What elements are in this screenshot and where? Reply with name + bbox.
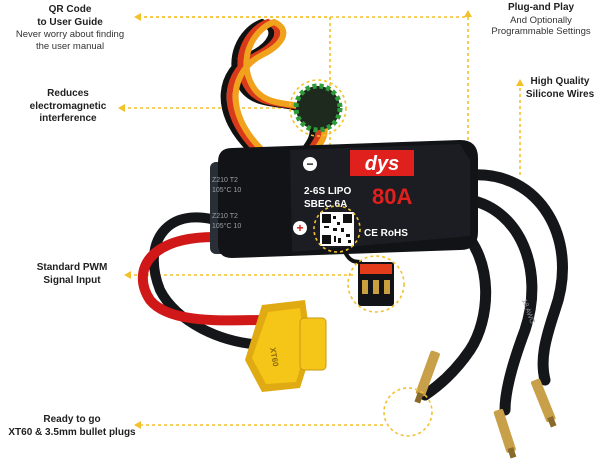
callout-qr-title2: to User Guide xyxy=(37,16,103,28)
spec-bec-label: SBEC 6A xyxy=(304,199,347,210)
connector-label: XT60 xyxy=(268,347,280,368)
callout-ready-line1: Ready to go xyxy=(43,414,101,425)
ferrite-ring xyxy=(289,79,347,137)
svg-text:Z210 T2: Z210 T2 xyxy=(212,177,238,184)
bullet-plugs xyxy=(383,350,557,459)
callout-arrows xyxy=(118,10,524,429)
spec-battery-label: 2-6S LIPO xyxy=(304,186,351,197)
callout-emi-line3: interference xyxy=(39,113,97,124)
callout-ready-line2: XT60 & 3.5mm bullet plugs xyxy=(8,426,136,438)
current-rating-label: 80A xyxy=(372,184,412,209)
callout-pwm-line2: Signal Input xyxy=(43,274,101,286)
brand-logo-text: dys xyxy=(365,153,399,175)
pwm-connector xyxy=(343,251,405,313)
minus-mark xyxy=(303,157,317,171)
arrow-pwm xyxy=(124,271,131,279)
callout-emi: Reduces electromagnetic interference xyxy=(18,88,118,126)
battery-black-wire xyxy=(148,212,275,350)
arrow-ready xyxy=(134,421,141,429)
xt60-connector: XT60 xyxy=(245,300,327,392)
callout-emi-line2: electromagnetic xyxy=(29,100,107,112)
arrow-qr xyxy=(134,13,141,21)
callout-plug-note1: And Optionally xyxy=(510,14,572,26)
motor-wires xyxy=(419,169,568,416)
callout-plug-and-play: Plug-and Play And Optionally Programmabl… xyxy=(486,2,596,38)
minus-label: − xyxy=(306,157,313,171)
arrow-hq xyxy=(516,79,524,86)
callout-silicone-wires: High Quality Silicone Wires xyxy=(520,76,600,101)
certification-label: CE RoHS xyxy=(364,228,408,239)
battery-red-wire xyxy=(137,231,267,326)
callout-plug-title: Plug-and Play xyxy=(507,2,575,13)
capacitor-markings: Z210 T2 105°C 10 Z210 T2 105°C 10 xyxy=(212,177,241,230)
callout-hq-line2: Silicone Wires xyxy=(525,88,595,100)
plus-label: + xyxy=(296,221,303,235)
callout-qr-note1: Never worry about finding xyxy=(15,29,125,40)
svg-text:105°C 10: 105°C 10 xyxy=(212,222,241,230)
callout-pwm: Standard PWM Signal Input xyxy=(18,262,126,287)
arrow-emi xyxy=(118,104,125,112)
plus-mark xyxy=(293,221,307,235)
callout-qr-code: QR Code to User Guide Never worry about … xyxy=(4,4,136,53)
callout-pwm-line1: Standard PWM xyxy=(36,262,108,273)
callout-plug-note2: Programmable Settings xyxy=(491,26,591,38)
callout-qr-title: QR Code xyxy=(48,4,92,15)
callout-hq-line1: High Quality xyxy=(530,76,590,87)
qr-code xyxy=(313,205,361,253)
callout-ready: Ready to go XT60 & 3.5mm bullet plugs xyxy=(8,414,136,439)
callout-emi-line1: Reduces xyxy=(47,88,89,99)
callout-qr-note2: the user manual xyxy=(35,40,105,52)
svg-text:105°C 10: 105°C 10 xyxy=(212,186,241,194)
arrow-plug xyxy=(464,10,472,17)
svg-text:Z210 T2: Z210 T2 xyxy=(212,213,238,220)
brand-logo: dys xyxy=(350,150,414,176)
